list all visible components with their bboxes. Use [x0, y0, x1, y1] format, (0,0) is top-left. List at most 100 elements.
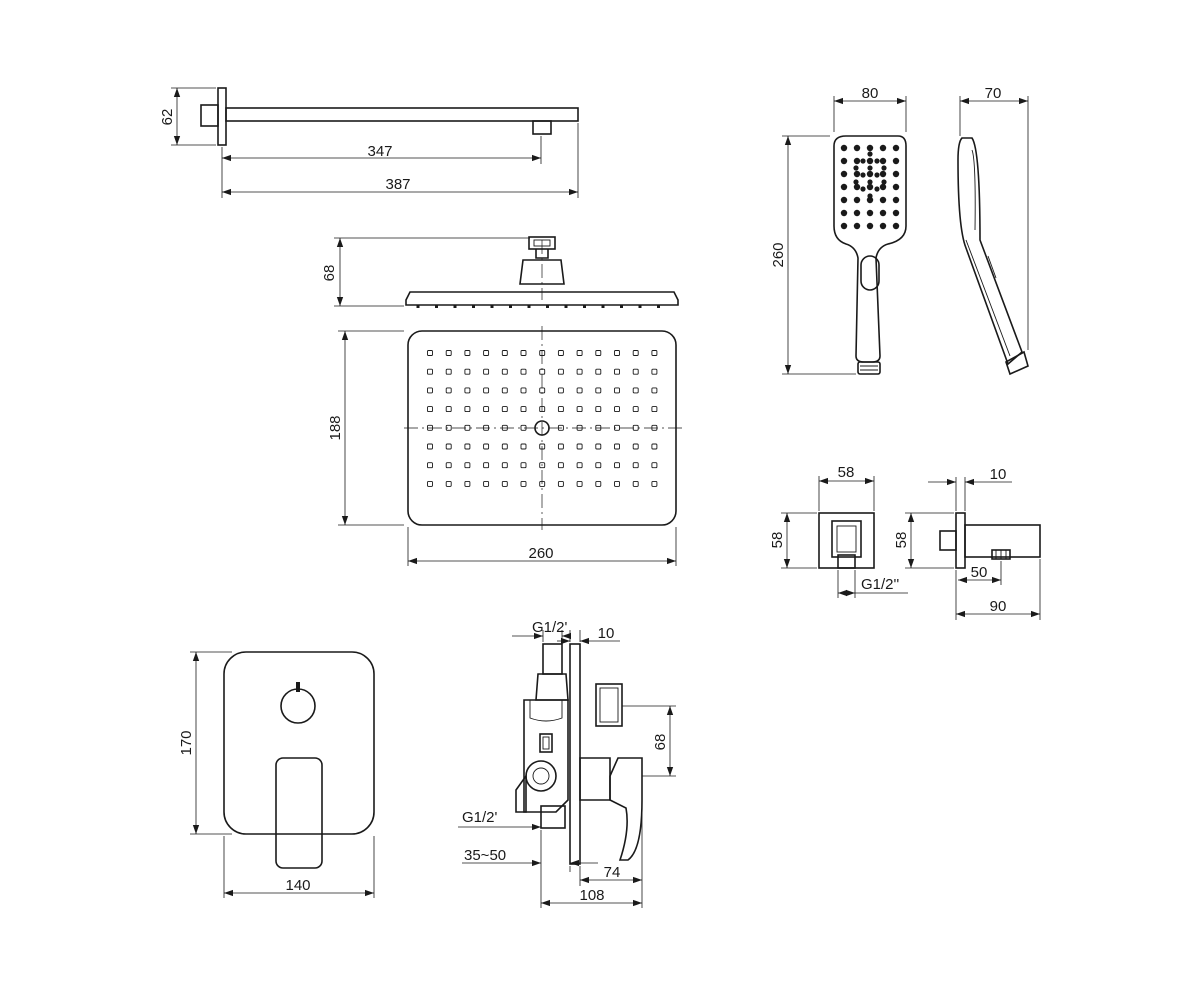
- hand-spray-nozzle: [866, 170, 874, 178]
- spray-nozzle: [464, 368, 471, 375]
- spray-nozzle: [520, 368, 527, 375]
- spray-nozzle: [501, 368, 508, 375]
- dim-outlet-plate: 10: [990, 466, 1007, 483]
- dim-valve-width: 140: [285, 877, 310, 894]
- side-nozzle: [657, 305, 660, 308]
- spray-nozzle: [595, 406, 602, 413]
- spray-nozzle: [632, 368, 639, 375]
- hand-spray-nozzle: [867, 193, 873, 199]
- spray-nozzle: [651, 350, 658, 356]
- spray-nozzle: [557, 462, 564, 469]
- hand-spray-nozzle: [866, 144, 874, 152]
- spray-nozzle: [464, 406, 471, 413]
- side-nozzle: [527, 305, 531, 308]
- spray-nozzle: [483, 443, 490, 450]
- body-lever-stub: [595, 683, 623, 727]
- hand-spray-nozzle: [892, 144, 900, 152]
- dim-body-thread-top: G1/2': [532, 619, 568, 636]
- hand-spray-nozzle: [853, 209, 861, 217]
- spray-nozzle: [614, 480, 620, 487]
- spray-nozzle: [632, 387, 639, 394]
- spray-nozzle: [614, 462, 620, 469]
- spray-nozzle: [445, 387, 452, 394]
- outlet-side-plate: [955, 512, 966, 569]
- spray-nozzle: [632, 406, 639, 413]
- spray-nozzle: [427, 350, 433, 356]
- spray-nozzle: [557, 350, 564, 356]
- body-wall-plate: [569, 643, 581, 865]
- spray-nozzle: [501, 350, 508, 356]
- spray-nozzle: [483, 350, 490, 356]
- spray-nozzle: [632, 462, 639, 469]
- spray-nozzle: [520, 387, 527, 394]
- body-cartridge-window: [539, 733, 553, 753]
- outlet-side-socket: [939, 530, 957, 551]
- hand-spray-nozzle: [879, 209, 887, 217]
- hand-side-body: [957, 137, 1023, 366]
- spray-nozzle: [595, 350, 602, 356]
- spray-nozzle: [651, 368, 658, 375]
- hand-shower-side-view: 70: [957, 85, 1029, 376]
- body-main: [523, 699, 569, 813]
- arm-head-connector: [532, 120, 552, 135]
- hand-spray-nozzle: [866, 209, 874, 217]
- hand-spray-nozzle: [892, 222, 900, 230]
- spray-nozzle-grid: [427, 350, 658, 487]
- wall-outlet-front-view: 58 58 G1/2'': [769, 464, 908, 598]
- hand-spray-nozzle: [853, 222, 861, 230]
- dim-head-width: 260: [528, 545, 553, 562]
- dim-outlet-width: 58: [838, 464, 855, 481]
- hand-spray-nozzle: [853, 179, 859, 185]
- hand-spray-nozzle: [874, 172, 880, 178]
- spray-nozzle: [483, 462, 490, 469]
- hand-spray-nozzle: [892, 209, 900, 217]
- spray-nozzle: [614, 387, 620, 394]
- spray-nozzle: [595, 480, 602, 487]
- dim-body-plate: 10: [598, 625, 615, 642]
- side-nozzle: [620, 305, 623, 308]
- spray-nozzle: [595, 443, 602, 450]
- outlet-socket: [831, 520, 862, 558]
- spray-nozzle: [576, 443, 583, 450]
- dim-outlet-total: 90: [990, 598, 1007, 615]
- spray-nozzle: [576, 387, 583, 394]
- hand-spray-nozzle: [853, 144, 861, 152]
- head-neck: [519, 259, 565, 285]
- dim-outlet-offset: 50: [971, 564, 988, 581]
- dim-outlet-height: 58: [769, 532, 786, 549]
- spray-nozzle: [445, 480, 452, 487]
- spray-nozzle: [520, 443, 527, 450]
- dim-hand-length: 260: [770, 242, 787, 267]
- hand-spray-nozzle: [840, 222, 848, 230]
- hand-spray-nozzle: [866, 157, 874, 165]
- hand-spray-nozzle: [866, 183, 874, 191]
- spray-nozzle: [445, 406, 452, 413]
- spray-nozzle: [614, 443, 620, 450]
- hand-spray-nozzle: [881, 179, 887, 185]
- spray-nozzle: [632, 480, 639, 487]
- spray-nozzle: [445, 462, 452, 469]
- side-nozzle: [509, 305, 512, 308]
- side-nozzle: [583, 305, 586, 308]
- spray-nozzle: [595, 462, 602, 469]
- side-nozzle: [638, 305, 642, 308]
- spray-nozzle: [539, 462, 546, 469]
- hand-spray-nozzle: [892, 157, 900, 165]
- spray-nozzle: [557, 406, 564, 413]
- spray-nozzle: [614, 350, 620, 356]
- concealed-body-side-view: G1/2' 10 68 G1/2' 35~50 74 108: [458, 619, 676, 908]
- hand-spray-nozzle: [892, 170, 900, 178]
- spray-nozzle: [576, 462, 583, 469]
- arm-wall-plate: [217, 87, 227, 146]
- hand-spray-nozzle: [892, 183, 900, 191]
- spray-nozzle: [557, 387, 564, 394]
- wall-outlet-side-view: 58 10 50 90: [893, 466, 1041, 620]
- spray-nozzle: [464, 443, 471, 450]
- hand-spray-nozzle: [853, 157, 861, 165]
- hand-spray-nozzle: [879, 222, 887, 230]
- spray-nozzle: [445, 443, 452, 450]
- dim-hand-width: 80: [862, 85, 879, 102]
- side-nozzle: [435, 305, 438, 308]
- dim-head-depth: 188: [327, 415, 344, 440]
